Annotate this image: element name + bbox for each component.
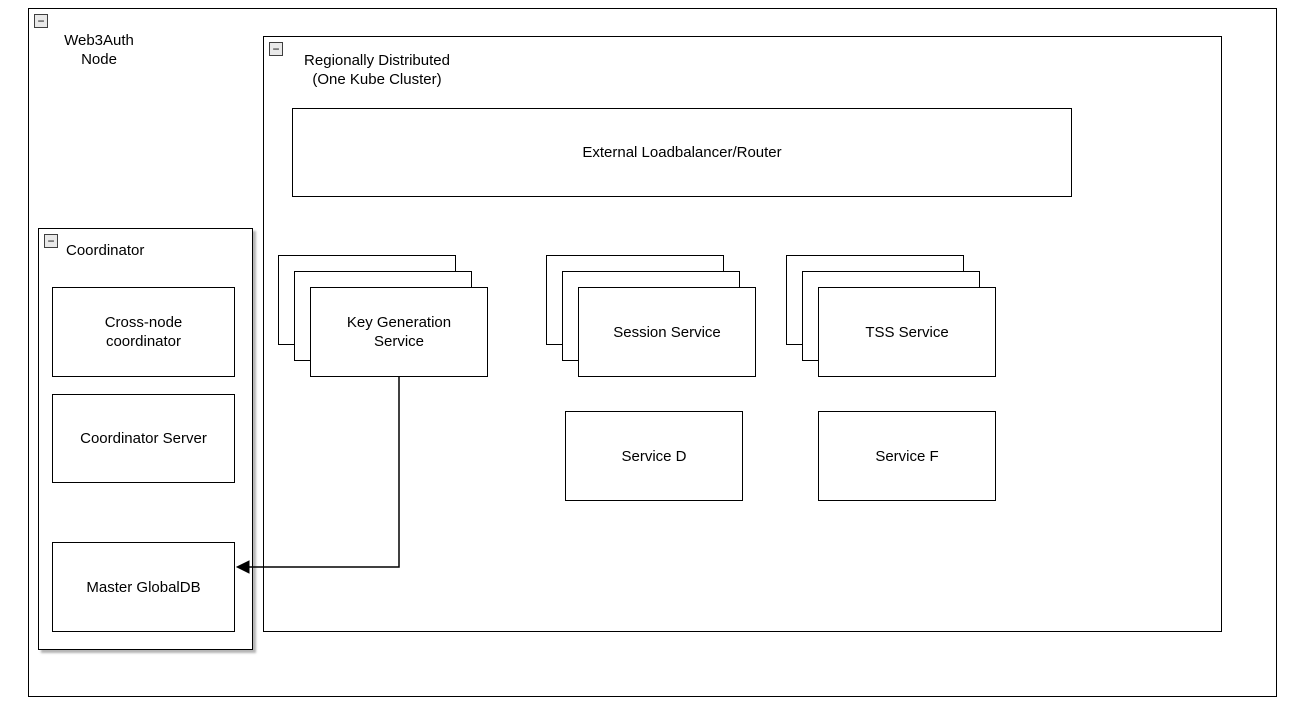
node-service-f[interactable]: Service F [818, 411, 996, 501]
node-master-globaldb[interactable]: Master GlobalDB [52, 542, 235, 632]
node-tss-service[interactable]: TSS Service [818, 287, 996, 377]
minus-glyph: − [37, 14, 45, 28]
node-cross-node-coordinator[interactable]: Cross-node coordinator [52, 287, 235, 377]
node-label: Cross-node coordinator [104, 314, 183, 350]
collapse-icon[interactable]: − [269, 42, 283, 56]
node-label: TSS Service [865, 323, 949, 341]
node-label: Service F [875, 447, 939, 465]
group-label-coordinator: Coordinator [66, 242, 145, 259]
node-label: Master GlobalDB [86, 578, 201, 596]
node-label: External Loadbalancer/Router [582, 144, 782, 161]
node-service-d[interactable]: Service D [565, 411, 743, 501]
node-label: Key Generation Service [346, 314, 452, 350]
collapse-icon[interactable]: − [34, 14, 48, 28]
node-label: Service D [621, 447, 687, 465]
node-key-generation-service[interactable]: Key Generation Service [310, 287, 488, 377]
group-label-web3auth-node: Web3Auth Node [64, 32, 134, 68]
node-label: Coordinator Server [80, 430, 207, 447]
node-label: Session Service [613, 323, 721, 341]
group-label-region: Regionally Distributed (One Kube Cluster… [304, 52, 450, 88]
collapse-icon[interactable]: − [44, 234, 58, 248]
node-external-loadbalancer[interactable]: External Loadbalancer/Router [292, 108, 1072, 197]
minus-glyph: − [272, 42, 280, 56]
node-session-service[interactable]: Session Service [578, 287, 756, 377]
node-coordinator-server[interactable]: Coordinator Server [52, 394, 235, 483]
minus-glyph: − [47, 234, 55, 248]
